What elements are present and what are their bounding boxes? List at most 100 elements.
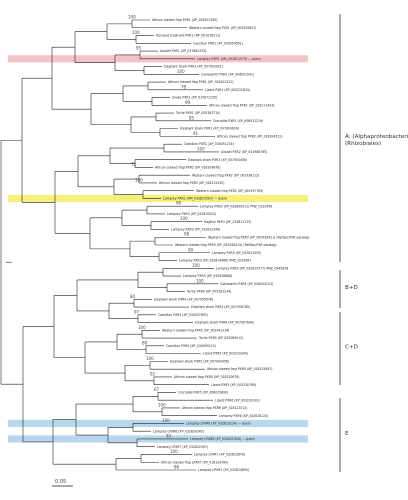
support-value: 100 — [197, 146, 205, 151]
taxon-label: African clawed frog PXR1 (XP_018111423) — [209, 103, 275, 107]
taxon-label: Western clawed frog PXR3 (XP_002940015) … — [175, 243, 276, 247]
taxon-label: Turtle PXR5 (XP_005289012) — [198, 336, 243, 340]
support-value: 100 — [146, 356, 154, 361]
support-value: 78 — [181, 84, 187, 89]
taxon-label: African clawed frog PXR5 (XP_018119567) — [207, 367, 273, 371]
taxon-label: Hagfish PXR3 (XP_032811133) — [204, 220, 251, 224]
taxon-label: African clawed frog PXR2 (XP_018109876) — [155, 166, 221, 170]
taxon-label: Lamprey LPXR7 (XP_032824890) — [198, 468, 249, 472]
support-value: 100 — [180, 216, 188, 221]
support-value: 100 — [196, 278, 204, 283]
support-value: 99 — [185, 100, 191, 105]
support-value: 88 — [142, 340, 148, 345]
clade-label: B+D — [345, 285, 358, 291]
support-value-layer: 100 100 95 100 78 99 85 91 100 73 100 96 100 98 99 100 1… — [128, 15, 205, 470]
taxon-label: Lamprey PXR3 (XP_032810022) — [167, 212, 216, 216]
taxon-label: Elephant shark PXR4 (XP_007907890) — [195, 321, 254, 325]
taxon-label: Coelacanth PXR4 (XP_006004123) — [220, 282, 273, 286]
taxon-label: Lamprey LPXR6 (XP_032819234) — query — [186, 422, 251, 426]
support-value: 100 — [158, 402, 166, 407]
branch-layer — [0, 19, 219, 471]
taxon-label: Elephant shark PXR2 (XP_007903456) — [188, 158, 247, 162]
support-value: 100 — [192, 263, 200, 268]
taxon-label: Elephant shark PXR5 (XP_007909456) — [170, 359, 229, 363]
taxon-label: Elephant shark PXR1 (XP_007899624) — [180, 127, 239, 131]
taxon-label: Lamprey PXR6 (XP_032818123) — [219, 414, 268, 418]
taxon-label: African clawed frog PXR2 (XP_018104512) — [217, 134, 283, 138]
taxon-label: Lamprey PXR3 (XP_032816688) — [183, 274, 232, 278]
taxon-label: Lizard PXR5 (XP_003230789) — [211, 383, 256, 387]
taxon-label: Crocodile PXR5 (XP_006035890) — [178, 391, 228, 395]
support-value: 84 — [130, 294, 136, 299]
taxon-label: African clawed frog PXR6 (XP_018122012) — [182, 406, 248, 410]
support-value: 96 — [176, 201, 182, 206]
support-value: 92 — [150, 371, 156, 376]
support-value: 98 — [184, 232, 190, 237]
taxon-label: Caecilian PXR4 (XP_030057890) — [158, 313, 208, 317]
support-value: 100 — [162, 418, 170, 423]
taxon-label: African clawed frog PXR2 (XP_018115432) — [159, 181, 225, 185]
taxon-label: Coelacanth PXR1 (XP_006001541) — [201, 72, 254, 76]
clade-label: A: (Alphaproteobacteria) — [345, 134, 408, 140]
support-value: 85 — [189, 115, 195, 120]
taxon-label: Lamprey LPXR6 (XP_032821456) — query — [190, 437, 255, 441]
taxon-label: Elephant shark PXR4 (XP_007905678) — [154, 297, 213, 301]
taxon-label: Lizard PXR6 (XP_003231901) — [215, 398, 260, 402]
taxon-label: Caecilian PXR2 (XP_030051234) — [184, 142, 234, 146]
taxon-label: Lizard PXR5 (XP_003229345) — [203, 352, 248, 356]
taxon-label: African clawed frog LPXR7 (XP_018124789) — [161, 460, 228, 464]
clade-bar-layer: A: (Alphaproteobacteria)(Rhizobiales) B+D… — [339, 14, 408, 472]
taxon-label: Lamprey PXR2 (XM_032815567) — query — [163, 197, 227, 201]
taxon-label: Elephant shark PXR4 (XP_007906789) — [191, 305, 250, 309]
support-value: 93 — [166, 433, 172, 438]
taxon-label: African clawed frog PXR5 (XP_018120678) — [174, 375, 240, 379]
taxon-label: Western clawed frog PXR3 (XP_002939921) … — [208, 235, 309, 239]
scale-bar: 0.05 — [52, 479, 73, 487]
support-value: 97 — [134, 309, 140, 314]
taxon-label: Western clawed frog PXR2 (XP_002936112) — [192, 173, 259, 177]
scale-bar-label: 0.05 — [55, 479, 66, 485]
taxon-label: Lamprey LPXR7 (XP_032823678) — [194, 453, 245, 457]
support-value: 73 — [131, 162, 137, 167]
support-value: 100 — [128, 15, 136, 20]
taxon-label: Lamprey PXR3 (XP_032809911) PMZ_0123456 — [200, 204, 272, 208]
taxon-label: Lamprey PXR3 (XP_032814466) PMZ_0234567 — [179, 259, 251, 263]
support-value: 99 — [188, 247, 194, 252]
taxon-label: Turtle PXR1 (XP_005283710) — [175, 111, 220, 115]
taxon-label: Lamprey PXR1 (XM_032811573) — query — [197, 57, 261, 61]
clade-label: C+D — [345, 345, 358, 351]
taxon-label: Lamprey PXR3 (XP_032813355) — [212, 251, 261, 255]
taxon-label: Xenopus tropicalis PXR1 (NP_001016211) — [156, 34, 220, 38]
taxon-label: Axolotl PXR1 (XP_031982233) — [160, 49, 206, 53]
taxon-label: Lamprey LPXR6 (XP_032820345) — [153, 429, 204, 433]
taxon-label: Caecilian PXR5 (XP_030059123) — [166, 344, 216, 348]
taxon-label: Lizard PXR1 (XP_003221834) — [205, 88, 250, 92]
support-value: 67 — [154, 387, 160, 392]
clade-label: (Rhizobiales) — [345, 141, 381, 147]
taxon-label: Western clawed frog PXR1 (XP_002939847) — [189, 26, 256, 30]
taxon-label: Lamprey LPXR7 (XP_032822567) — [157, 445, 208, 449]
support-value: 100 — [132, 30, 140, 35]
taxon-label: Axolotl PXR2 (XP_031988765) — [221, 150, 267, 154]
taxon-label: Crocodile PXR1 (XP_006031219) — [213, 119, 263, 123]
support-value: 100 — [177, 69, 185, 74]
clade-label: E — [345, 431, 349, 437]
taxon-label: Lamprey PXR3 (XP_032812244) — [171, 228, 220, 232]
taxon-label: Western clawed frog PXR5 (XP_002941234) — [162, 328, 229, 332]
taxon-label: Elephant shark PXR1 (XP_007903021) — [164, 65, 223, 69]
support-value: 100 — [170, 449, 178, 454]
taxon-label: Caecilian PXR1 (XP_030054561) — [193, 41, 243, 45]
label-layer: African clawed frog PXR1 (XP_032812345) W… — [152, 18, 309, 472]
support-value: 91 — [193, 131, 199, 136]
taxon-label: African clawed frog PXR1 (XP_032812345) — [152, 18, 218, 22]
taxon-label: Lamprey PXR3 (XP_032815577) PMZ_0345678 — [216, 266, 288, 270]
support-value: 100 — [135, 177, 143, 182]
support-value: 100 — [138, 325, 146, 330]
support-value: 86 — [174, 465, 180, 470]
taxon-label: Turtle PXR4 (XP_005281234) — [186, 290, 231, 294]
taxon-label: Western clawed frog PXR2 (XP_002937765) — [196, 189, 263, 193]
taxon-label: Snake PXR1 (XP_015671235) — [172, 96, 217, 100]
taxon-label: African clawed frog PXR1 (XP_018101222) — [168, 80, 234, 84]
support-value: 95 — [136, 46, 142, 51]
